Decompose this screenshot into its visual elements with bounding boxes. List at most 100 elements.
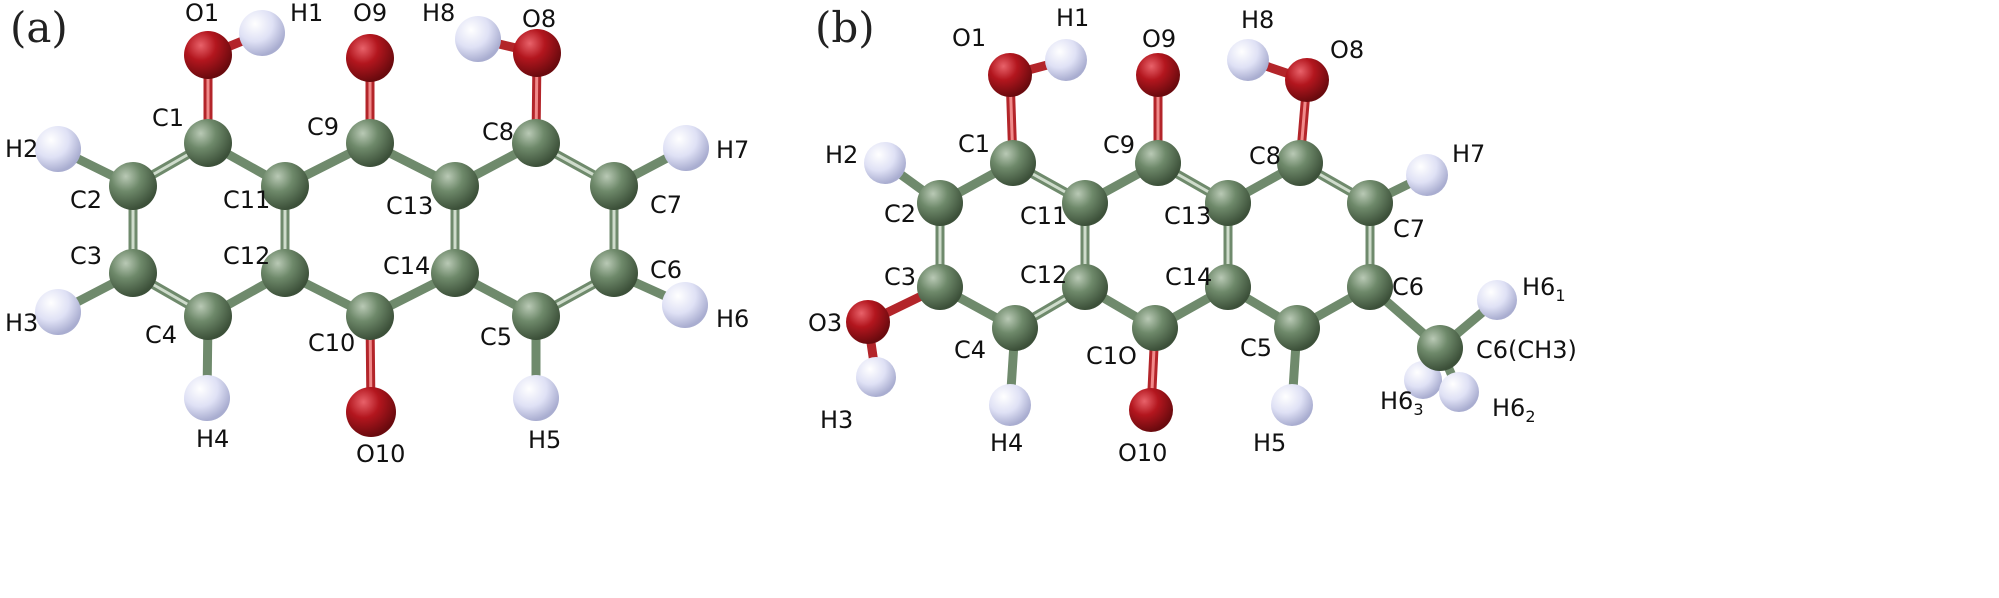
hydrogen-atom [989, 384, 1031, 426]
hydrogen-atom [184, 375, 230, 421]
label-C13: C13 [1164, 202, 1211, 230]
label-O9: O9 [1142, 25, 1176, 53]
label-CH3: C6(CH3) [1476, 336, 1577, 364]
hydrogen-atom [455, 16, 501, 62]
label-H5: H5 [1253, 429, 1286, 457]
label-H4: H4 [196, 425, 229, 453]
oxygen-atom [346, 387, 396, 437]
carbon-atom [109, 162, 157, 210]
hydrogen-atom [662, 282, 708, 328]
label-C2: C2 [70, 186, 102, 214]
label-C12: C12 [1020, 261, 1067, 289]
label-O9: O9 [353, 0, 387, 27]
label-C14: C14 [383, 252, 430, 280]
panel-b: (b) [808, 3, 1577, 467]
label-C12: C12 [223, 242, 270, 270]
carbon-atom [346, 119, 394, 167]
label-C11: C11 [1020, 202, 1067, 230]
carbon-atom [184, 292, 232, 340]
label-H5: H5 [528, 426, 561, 454]
oxygen-atom [184, 31, 232, 79]
label-H1: H1 [290, 0, 323, 27]
label-H3: H3 [5, 309, 38, 337]
carbon-atom [1347, 264, 1393, 310]
panel-a-labels: O1 H1 O9 H8 O8 C1 C9 C8 H2 H7 C2 C11 C13… [5, 0, 749, 468]
hydrogen-atom [513, 375, 559, 421]
hydrogen-atom [1271, 384, 1313, 426]
panel-b-labels: H1 O1 O9 H8 O8 C1 C9 C8 H2 H7 C2 C11 C13… [808, 4, 1577, 467]
label-C4: C4 [954, 336, 986, 364]
oxygen-atom [513, 29, 561, 77]
carbon-atom [261, 249, 309, 297]
hydrogen-atom [1404, 361, 1442, 399]
label-H1: H1 [1056, 4, 1089, 32]
label-C7: C7 [1393, 215, 1425, 243]
oxygen-atom [1136, 53, 1180, 97]
label-C10: C1O [1086, 342, 1137, 370]
label-H3: H3 [820, 406, 853, 434]
carbon-atom [1205, 264, 1251, 310]
label-O3: O3 [808, 309, 842, 337]
label-C4: C4 [145, 321, 177, 349]
label-H2: H2 [825, 141, 858, 169]
label-C11: C11 [223, 186, 270, 214]
label-O10: O10 [356, 440, 405, 468]
label-O8: O8 [1330, 36, 1364, 64]
label-C3: C3 [70, 242, 102, 270]
oxygen-atom [1285, 58, 1329, 102]
carbon-atom [590, 249, 638, 297]
panel-a-label: (a) [10, 3, 68, 52]
label-H8: H8 [422, 0, 455, 27]
label-C9: C9 [307, 113, 339, 141]
hydrogen-atom [864, 142, 906, 184]
oxygen-atom [346, 34, 394, 82]
hydrogen-atom [239, 10, 285, 56]
panel-b-label: (b) [815, 3, 875, 52]
label-H4: H4 [990, 429, 1023, 457]
carbon-atom [917, 180, 963, 226]
carbon-atom [1274, 305, 1320, 351]
carbon-atom [109, 249, 157, 297]
hydrogen-atom [1406, 154, 1448, 196]
carbon-atom [346, 292, 394, 340]
carbon-atom [1347, 180, 1393, 226]
label-C14: C14 [1165, 263, 1212, 291]
label-H6-3: H63 [1380, 387, 1424, 419]
carbon-atom [1062, 180, 1108, 226]
panel-a: (a) [5, 0, 749, 468]
carbon-atom [261, 162, 309, 210]
label-C5: C5 [480, 323, 512, 351]
panel-b-atoms [846, 39, 1517, 432]
carbon-atom [512, 119, 560, 167]
hydrogen-atom [1439, 372, 1479, 412]
label-C9: C9 [1103, 131, 1135, 159]
hydrogen-atom [35, 126, 81, 172]
label-H8: H8 [1241, 6, 1274, 34]
label-O1: O1 [185, 0, 219, 27]
label-H6-1: H61 [1522, 273, 1566, 305]
panel-a-atoms [35, 10, 709, 437]
hydrogen-atom [1477, 280, 1517, 320]
carbon-atom [1135, 140, 1181, 186]
label-H6: H6 [716, 305, 749, 333]
label-C3: C3 [884, 263, 916, 291]
label-C5: C5 [1240, 334, 1272, 362]
carbon-atom [184, 119, 232, 167]
oxygen-atom [846, 300, 890, 344]
label-C6: C6 [650, 256, 682, 284]
label-O8: O8 [522, 5, 556, 33]
carbon-atom [590, 162, 638, 210]
carbon-atom [1205, 180, 1251, 226]
label-C6: C6 [1392, 273, 1424, 301]
carbon-atom [512, 292, 560, 340]
carbon-atom [1417, 325, 1463, 371]
hydrogen-atom [1227, 39, 1269, 81]
oxygen-atom [988, 53, 1032, 97]
hydrogen-atom [35, 289, 81, 335]
label-H7: H7 [1452, 140, 1485, 168]
label-C13: C13 [386, 192, 433, 220]
carbon-atom [431, 249, 479, 297]
carbon-atom [1062, 264, 1108, 310]
hydrogen-atom [1045, 39, 1087, 81]
